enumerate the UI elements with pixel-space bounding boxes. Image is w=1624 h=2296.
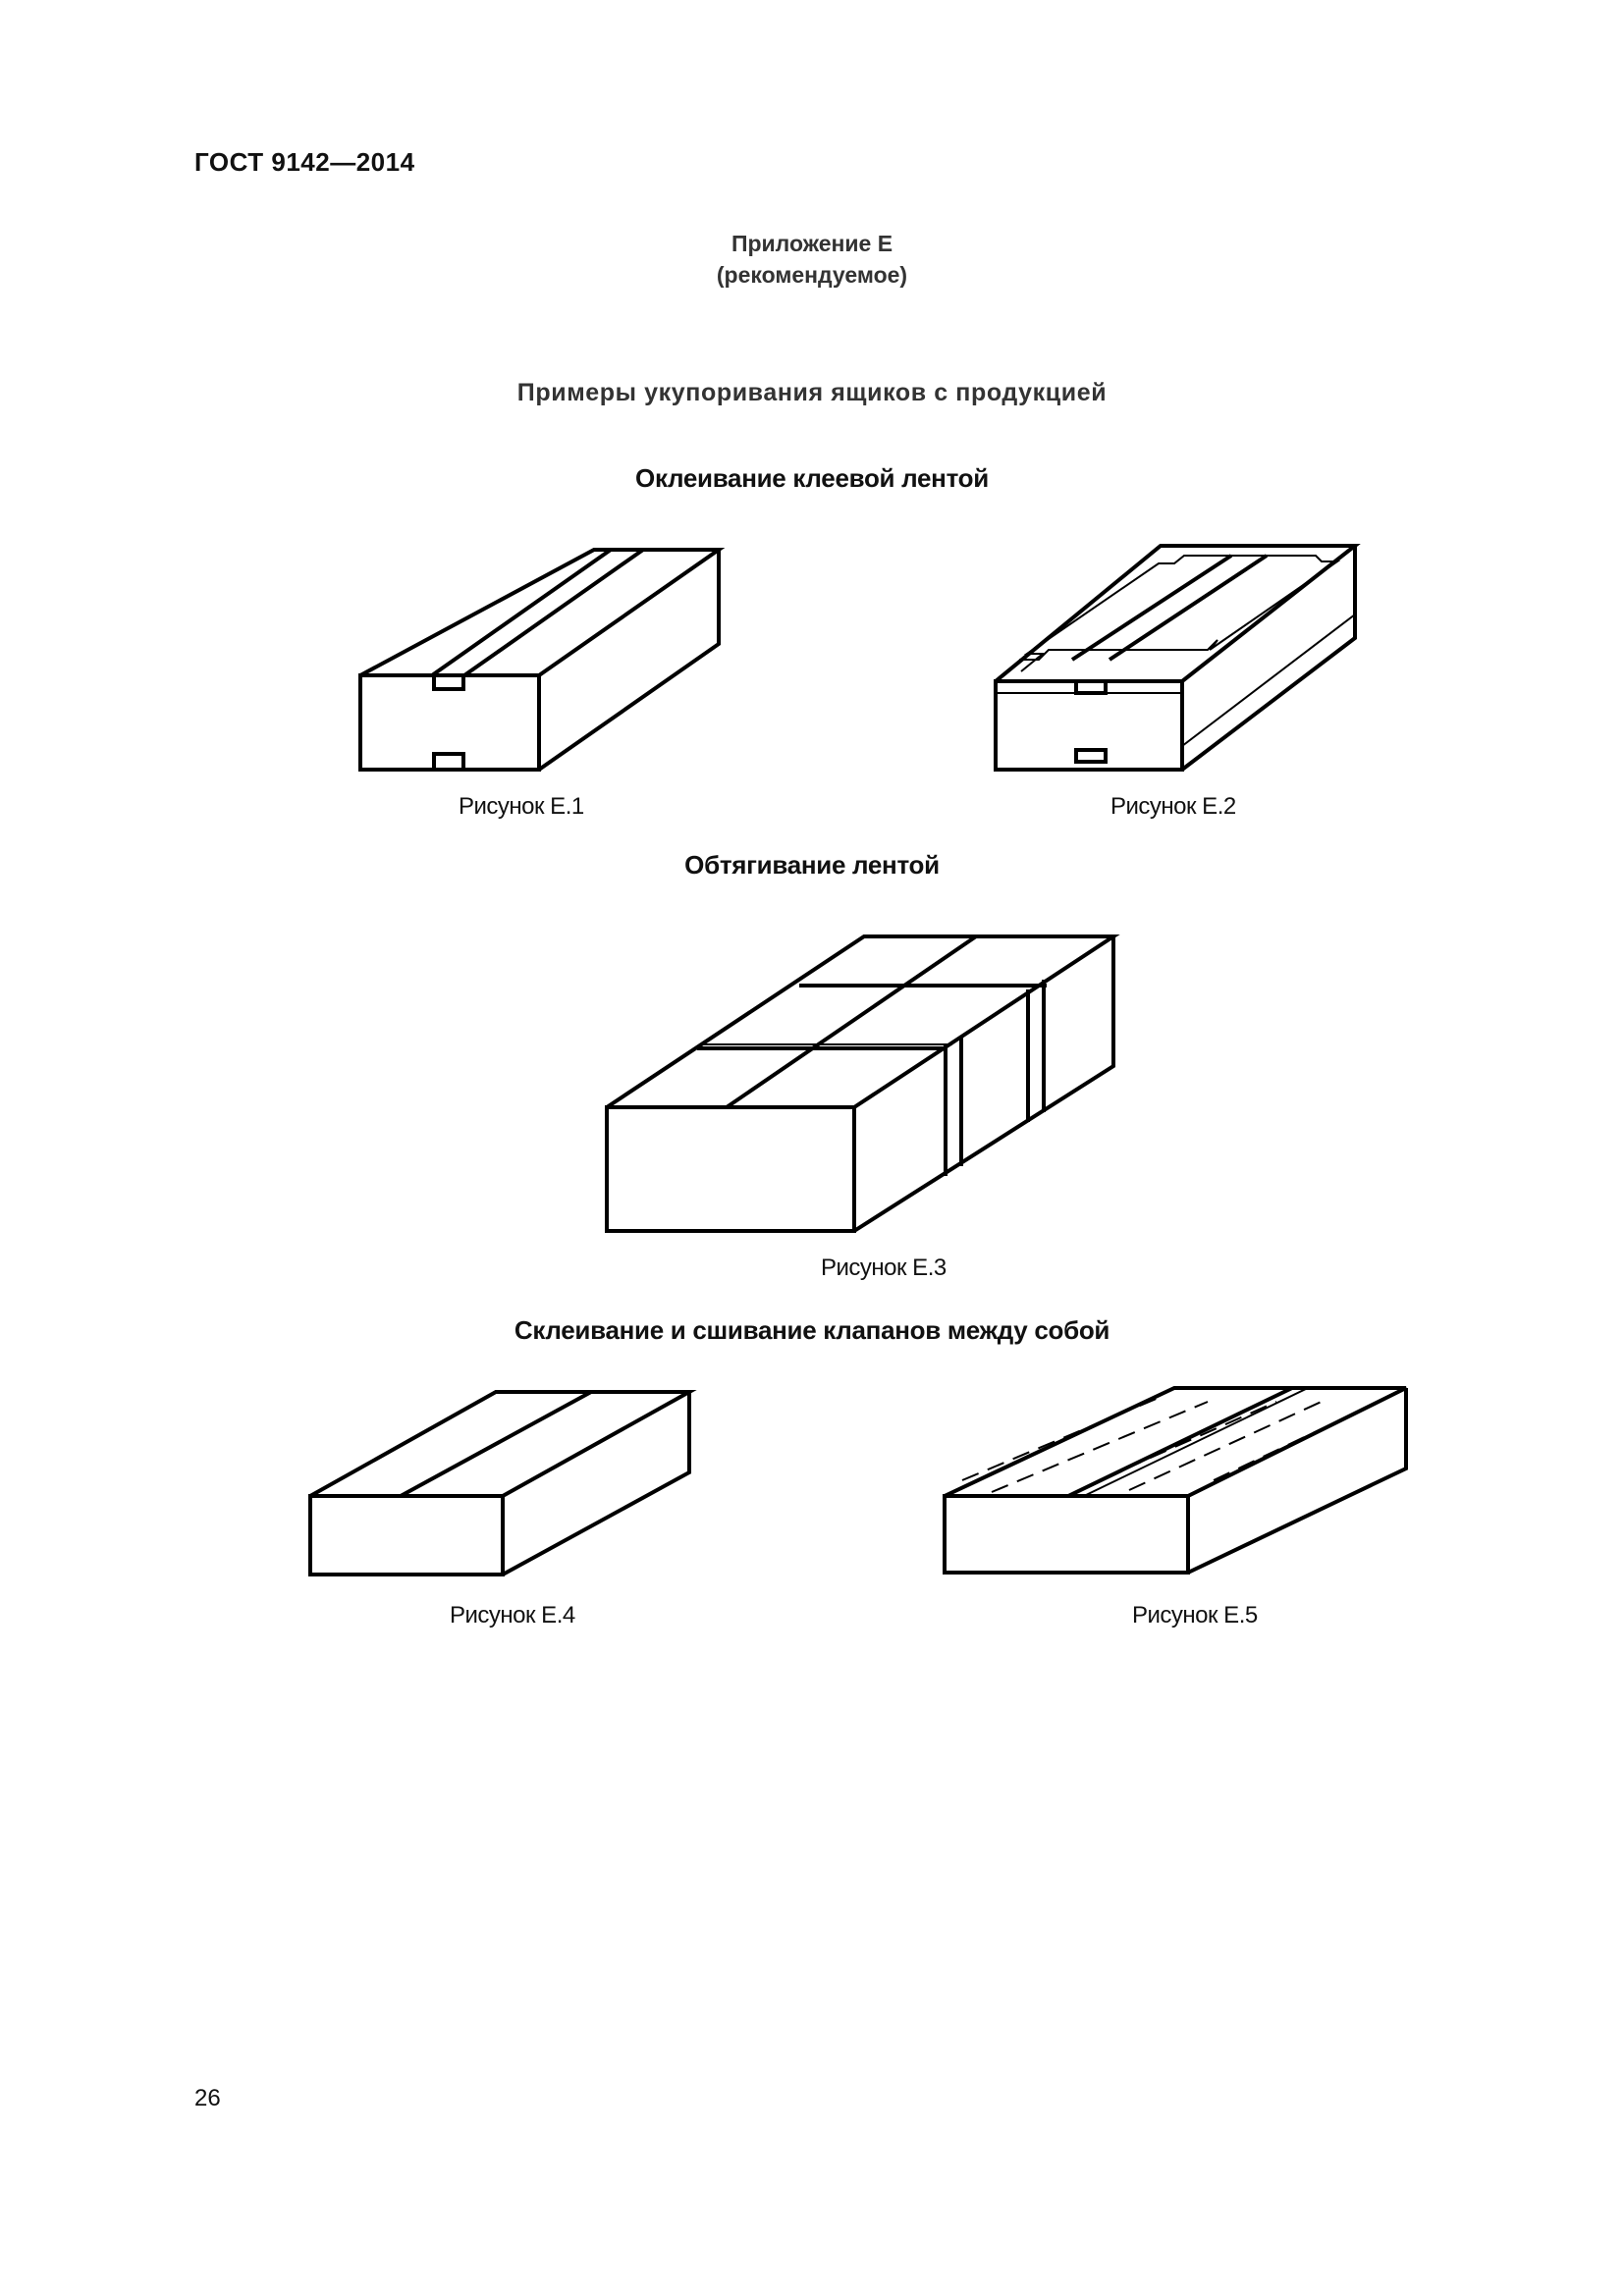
section-heading-glue-stitch: Склеивание и сшивание клапанов между соб… bbox=[514, 1315, 1110, 1345]
figure-e1-drawing bbox=[358, 548, 726, 772]
figure-e4-drawing bbox=[308, 1390, 697, 1576]
figure-e5-drawing bbox=[943, 1386, 1408, 1575]
figure-e3-drawing bbox=[605, 934, 1120, 1233]
caption-figure-e4: Рисунок Е.4 bbox=[450, 1602, 575, 1629]
page-title: Примеры укупоривания ящиков с продукцией bbox=[516, 379, 1108, 406]
caption-figure-e5: Рисунок Е.5 bbox=[1132, 1602, 1258, 1629]
annex-status: (рекомендуемое) bbox=[716, 262, 908, 288]
figure-e2-drawing bbox=[994, 544, 1361, 772]
caption-figure-e3: Рисунок Е.3 bbox=[821, 1255, 947, 1281]
caption-figure-e1: Рисунок Е.1 bbox=[459, 793, 584, 820]
annex-heading: Приложение Е (рекомендуемое) bbox=[0, 228, 1624, 291]
document-header: ГОСТ 9142—2014 bbox=[194, 147, 415, 177]
caption-figure-e2: Рисунок Е.2 bbox=[1110, 793, 1236, 820]
page-number: 26 bbox=[194, 2085, 221, 2111]
section-heading-taping: Оклеивание клеевой лентой bbox=[635, 463, 989, 493]
section-heading-strapping: Обтягивание лентой bbox=[684, 850, 940, 880]
annex-title: Приложение Е bbox=[731, 231, 893, 256]
